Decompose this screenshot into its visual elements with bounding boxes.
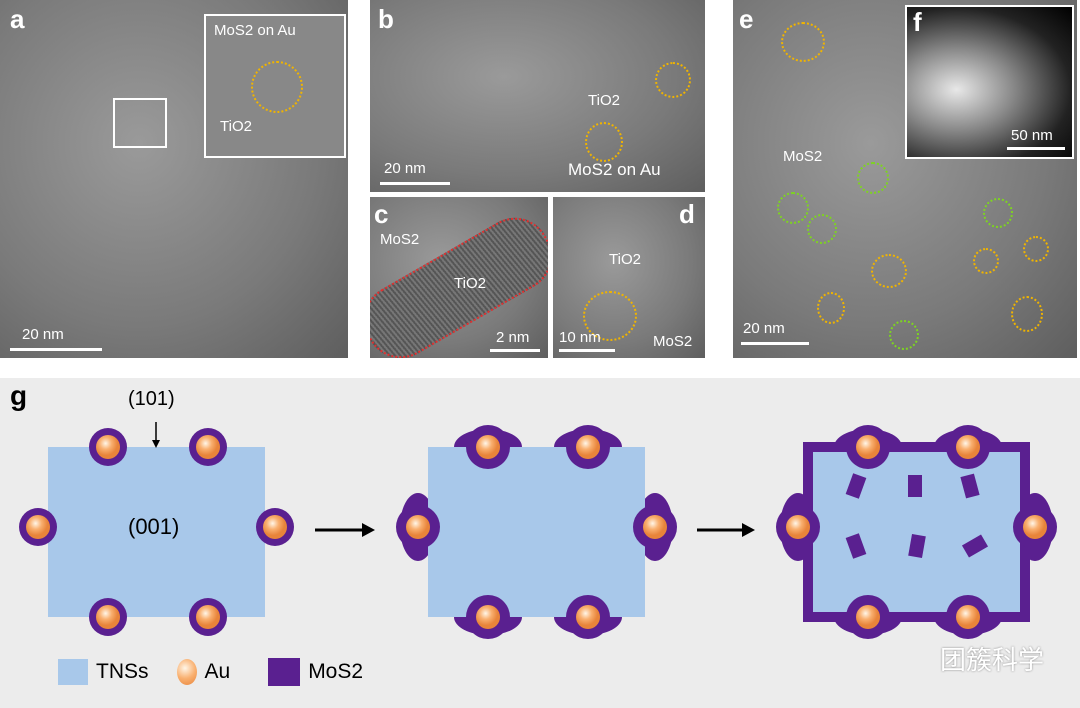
panel-a-tem-image: a MoS2 on Au TiO2 20 nm bbox=[0, 0, 348, 358]
inset-zoom: MoS2 on Au TiO2 bbox=[204, 14, 346, 158]
arrow-1-head bbox=[362, 523, 375, 537]
panel-label-a: a bbox=[10, 4, 25, 34]
au-particle bbox=[856, 435, 880, 459]
au-circle bbox=[817, 292, 845, 324]
au-circle bbox=[973, 248, 999, 274]
facet-001-label: (001) bbox=[128, 514, 180, 539]
mos2-circle bbox=[983, 198, 1013, 228]
au-circle bbox=[585, 122, 623, 162]
scale-label: 20 nm bbox=[22, 326, 64, 343]
mos2-flake bbox=[908, 475, 922, 497]
legend: TNSs Au MoS2 bbox=[58, 658, 363, 686]
legend-au-icon bbox=[176, 659, 197, 685]
tns-nanosheet bbox=[48, 447, 265, 617]
panel-label-g: g bbox=[10, 380, 28, 411]
au-circle bbox=[1011, 296, 1043, 332]
legend-tns-label: TNSs bbox=[96, 660, 149, 683]
au-particle bbox=[1023, 515, 1047, 539]
mos2-flake bbox=[961, 534, 989, 558]
scale-label: 2 nm bbox=[496, 329, 530, 346]
mos2-circle bbox=[807, 214, 837, 244]
panel-g-schematic: g (101) (001) TNSs Au MoS2 团簇科学 bbox=[0, 378, 1080, 708]
arrow-2-head bbox=[742, 523, 755, 537]
au-particle bbox=[576, 435, 600, 459]
panel-c-tem-image: c MoS2 TiO2 2 nm bbox=[370, 197, 548, 358]
mos2-label: MoS2 on Au bbox=[568, 160, 661, 179]
au-circle bbox=[781, 22, 825, 62]
au-circle bbox=[655, 62, 691, 98]
scale-bar bbox=[380, 182, 450, 185]
au-particle bbox=[476, 435, 500, 459]
mos2-flake bbox=[960, 473, 980, 499]
facet-101-label: (101) bbox=[128, 388, 175, 410]
inset-label-tio2: TiO2 bbox=[220, 118, 252, 135]
tns-nanosheet bbox=[428, 447, 645, 617]
au-circle bbox=[583, 291, 637, 341]
watermark: 团簇科学 bbox=[940, 645, 1045, 675]
mos2-flake bbox=[908, 533, 926, 559]
scale-bar bbox=[741, 342, 809, 345]
au-particle bbox=[96, 605, 120, 629]
scale-bar bbox=[559, 349, 615, 352]
tns-nanosheet bbox=[803, 442, 1030, 622]
au-circle bbox=[871, 254, 907, 288]
au-particle bbox=[956, 435, 980, 459]
panel-label-d: d bbox=[679, 199, 695, 229]
mos2-label: MoS2 bbox=[380, 231, 420, 248]
mos2-flake bbox=[845, 473, 867, 499]
mos2-label: MoS2 bbox=[653, 333, 693, 350]
au-circle bbox=[1023, 236, 1049, 262]
au-particle bbox=[476, 605, 500, 629]
au-particle bbox=[576, 605, 600, 629]
au-particle bbox=[196, 435, 220, 459]
zoom-box bbox=[113, 98, 167, 148]
mos2-circle bbox=[889, 320, 919, 350]
au-particle bbox=[26, 515, 50, 539]
panel-d-tem-image: d TiO2 MoS2 10 nm bbox=[553, 197, 705, 358]
au-particle bbox=[263, 515, 287, 539]
inset-label-mos2: MoS2 on Au bbox=[214, 22, 296, 39]
schematic-svg bbox=[19, 422, 1057, 639]
scale-label: 20 nm bbox=[384, 160, 426, 177]
mos2-circle bbox=[777, 192, 809, 224]
tio2-label: TiO2 bbox=[454, 275, 486, 292]
legend-tns-swatch bbox=[58, 659, 88, 685]
panel-label-e: e bbox=[739, 4, 754, 34]
scale-label: 10 nm bbox=[559, 329, 601, 346]
scale-bar bbox=[10, 348, 102, 351]
au-circle bbox=[251, 61, 303, 113]
panel-b-tem-image: b TiO2 MoS2 on Au 20 nm bbox=[370, 0, 705, 192]
mos2-flake bbox=[845, 533, 867, 559]
scale-bar bbox=[490, 349, 540, 352]
panel-f-haadf-image: f 50 nm bbox=[905, 5, 1074, 159]
legend-mos2-label: MoS2 bbox=[308, 660, 364, 683]
au-particle bbox=[956, 605, 980, 629]
scale-label: 50 nm bbox=[1011, 127, 1053, 144]
au-particle bbox=[196, 605, 220, 629]
mos2-label: MoS2 bbox=[783, 148, 823, 165]
scale-bar bbox=[1007, 147, 1065, 150]
scale-label: 20 nm bbox=[743, 320, 785, 337]
tio2-label: TiO2 bbox=[588, 92, 620, 109]
panel-label-f: f bbox=[913, 7, 922, 37]
au-particle bbox=[406, 515, 430, 539]
au-particle bbox=[643, 515, 667, 539]
panel-label-b: b bbox=[378, 4, 394, 34]
au-particle bbox=[786, 515, 810, 539]
legend-mos2-swatch bbox=[268, 658, 301, 686]
panel-label-c: c bbox=[374, 199, 389, 229]
legend-au-label: Au bbox=[204, 660, 231, 683]
tio2-label: TiO2 bbox=[609, 251, 641, 268]
au-particle bbox=[856, 605, 880, 629]
mos2-circle bbox=[857, 162, 889, 194]
au-particle bbox=[96, 435, 120, 459]
